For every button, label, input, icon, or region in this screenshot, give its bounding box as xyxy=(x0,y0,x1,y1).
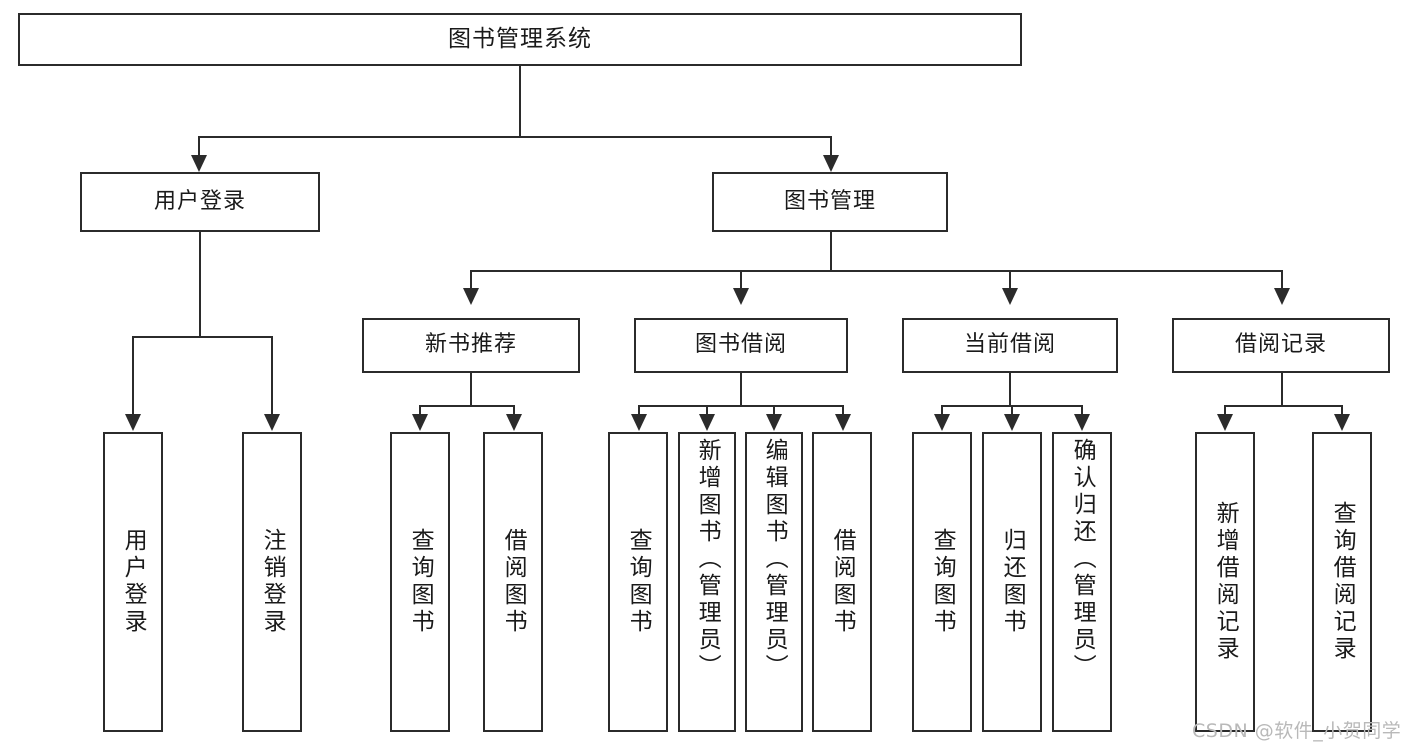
connector-bm-to-book-borrow xyxy=(740,270,742,289)
node-leaf-query-borrow-record[interactable]: 查询借阅记录 xyxy=(1312,432,1372,732)
node-label: 图书管理 xyxy=(783,188,876,214)
connector-current-borrow-stem xyxy=(1009,373,1011,405)
connector-root-to-book-management xyxy=(830,136,832,156)
node-leaf-confirm-return-admin[interactable]: 确认归还（管理员） xyxy=(1052,432,1112,732)
node-leaf-return-book[interactable]: 归还图书 xyxy=(982,432,1042,732)
node-label: 借阅图书 xyxy=(829,528,856,636)
connector-cb-to-return xyxy=(1011,405,1013,415)
node-label: 新增借阅记录 xyxy=(1212,501,1239,663)
connector-root-stem xyxy=(519,66,521,136)
arrowhead-root-to-user-login xyxy=(191,155,207,172)
node-leaf-edit-book-admin[interactable]: 编辑图书（管理员） xyxy=(745,432,803,732)
node-label: 新书推荐 xyxy=(424,332,517,358)
node-label: 图书管理系统 xyxy=(448,25,592,52)
connector-cb-to-query xyxy=(941,405,943,415)
connector-user-login-to-login xyxy=(132,336,134,415)
connector-bb-to-edit xyxy=(773,405,775,415)
connector-borrow-record-stem xyxy=(1281,373,1283,405)
node-leaf-logout[interactable]: 注销登录 xyxy=(242,432,302,732)
connector-new-book-bar xyxy=(419,405,514,407)
node-label: 当前借阅 xyxy=(963,332,1056,358)
connector-bb-to-add xyxy=(706,405,708,415)
arrowhead-br-to-query xyxy=(1334,414,1350,431)
node-label: 用户登录 xyxy=(153,188,246,214)
node-label: 查询图书 xyxy=(625,528,652,636)
node-label: 归还图书 xyxy=(999,528,1026,636)
connector-bm-to-new-book xyxy=(470,270,472,289)
node-leaf-query-book-nb[interactable]: 查询图书 xyxy=(390,432,450,732)
node-current-borrow[interactable]: 当前借阅 xyxy=(902,318,1118,373)
node-book-management[interactable]: 图书管理 xyxy=(712,172,948,232)
connector-root-bar xyxy=(198,136,831,138)
arrowhead-br-to-add xyxy=(1217,414,1233,431)
arrowhead-bm-to-book-borrow xyxy=(733,288,749,305)
connector-book-management-stem xyxy=(830,232,832,270)
node-leaf-query-book-cb[interactable]: 查询图书 xyxy=(912,432,972,732)
arrowhead-cb-to-confirm xyxy=(1074,414,1090,431)
arrowhead-cb-to-return xyxy=(1004,414,1020,431)
connector-book-borrow-stem xyxy=(740,373,742,405)
connector-book-management-bar xyxy=(470,270,1281,272)
connector-br-to-add xyxy=(1224,405,1226,415)
connector-bb-to-query xyxy=(638,405,640,415)
node-new-book-recommend[interactable]: 新书推荐 xyxy=(362,318,580,373)
connector-root-to-user-login xyxy=(198,136,200,156)
arrowhead-bm-to-current-borrow xyxy=(1002,288,1018,305)
connector-br-to-query xyxy=(1341,405,1343,415)
node-leaf-query-book-bb[interactable]: 查询图书 xyxy=(608,432,668,732)
node-borrow-record[interactable]: 借阅记录 xyxy=(1172,318,1390,373)
arrowhead-root-to-book-management xyxy=(823,155,839,172)
csdn-watermark: CSDN @软件_小贺同学 xyxy=(1192,720,1402,742)
connector-bm-to-current-borrow xyxy=(1009,270,1011,289)
node-book-borrow[interactable]: 图书借阅 xyxy=(634,318,848,373)
connector-user-login-stem xyxy=(199,232,201,336)
node-label: 借阅记录 xyxy=(1234,332,1327,358)
node-leaf-borrow-book-nb[interactable]: 借阅图书 xyxy=(483,432,543,732)
arrowhead-user-login-to-login xyxy=(125,414,141,431)
node-root-book-management-system[interactable]: 图书管理系统 xyxy=(18,13,1022,66)
connector-cb-to-confirm xyxy=(1081,405,1083,415)
node-leaf-user-login[interactable]: 用户登录 xyxy=(103,432,163,732)
node-label: 注销登录 xyxy=(259,528,286,636)
arrowhead-cb-to-query xyxy=(934,414,950,431)
arrowhead-nb-to-query xyxy=(412,414,428,431)
arrowhead-bm-to-borrow-record xyxy=(1274,288,1290,305)
node-label: 查询图书 xyxy=(407,528,434,636)
arrowhead-bb-to-borrow xyxy=(835,414,851,431)
arrowhead-bb-to-query xyxy=(631,414,647,431)
node-label: 查询图书 xyxy=(929,528,956,636)
connector-book-borrow-bar xyxy=(638,405,842,407)
arrowhead-user-login-to-logout xyxy=(264,414,280,431)
node-label: 确认归还（管理员） xyxy=(1069,438,1096,681)
connector-bm-to-borrow-record xyxy=(1281,270,1283,289)
connector-new-book-stem xyxy=(470,373,472,405)
arrowhead-bb-to-add xyxy=(699,414,715,431)
connector-borrow-record-bar xyxy=(1224,405,1342,407)
arrowhead-bm-to-new-book xyxy=(463,288,479,305)
node-leaf-add-book-admin[interactable]: 新增图书（管理员） xyxy=(678,432,736,732)
node-label: 用户登录 xyxy=(120,528,147,636)
arrowhead-bb-to-edit xyxy=(766,414,782,431)
node-label: 新增图书（管理员） xyxy=(694,438,721,681)
connector-nb-to-borrow xyxy=(513,405,515,415)
node-label: 借阅图书 xyxy=(500,528,527,636)
connector-nb-to-query xyxy=(419,405,421,415)
node-leaf-borrow-book-bb[interactable]: 借阅图书 xyxy=(812,432,872,732)
connector-user-login-to-logout xyxy=(271,336,273,415)
node-leaf-add-borrow-record[interactable]: 新增借阅记录 xyxy=(1195,432,1255,732)
connector-bb-to-borrow xyxy=(842,405,844,415)
node-label: 图书借阅 xyxy=(694,332,787,358)
node-user-login[interactable]: 用户登录 xyxy=(80,172,320,232)
arrowhead-nb-to-borrow xyxy=(506,414,522,431)
node-label: 查询借阅记录 xyxy=(1329,501,1356,663)
node-label: 编辑图书（管理员） xyxy=(761,438,788,681)
connector-user-login-bar xyxy=(132,336,271,338)
